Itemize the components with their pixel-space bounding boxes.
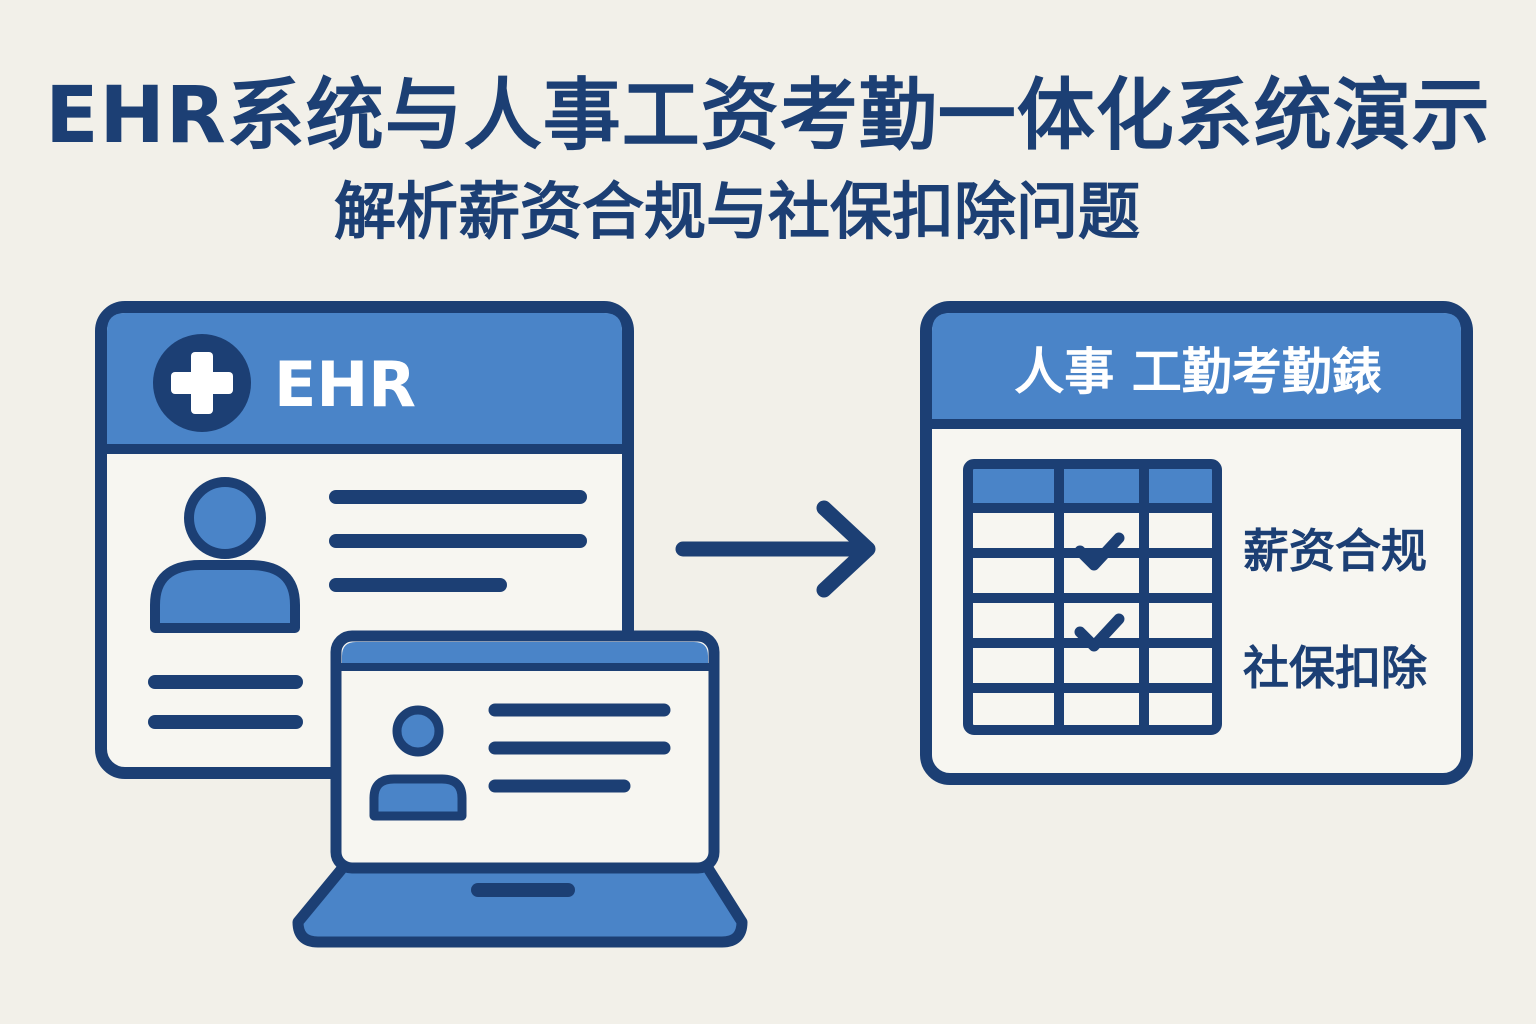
ehr-label: EHR bbox=[274, 348, 416, 421]
page-subtitle: 解析薪资合规与社保扣除问题 bbox=[334, 175, 1141, 248]
table-header-row bbox=[968, 464, 1217, 508]
ehr-card: EHR bbox=[95, 301, 634, 779]
laptop-base bbox=[292, 859, 748, 948]
laptop-user-icon bbox=[369, 705, 467, 821]
arrow-right-icon bbox=[675, 500, 876, 598]
payroll-panel: 人事 工勤考勤錶 薪资合规 社保扣除 bbox=[920, 301, 1473, 785]
payroll-panel-header bbox=[932, 313, 1461, 421]
page-title: EHR系统与人事工资考勤一体化系统演示 bbox=[45, 71, 1491, 161]
user-avatar-icon bbox=[150, 477, 300, 633]
attendance-table bbox=[963, 459, 1222, 735]
label-salary-compliance: 薪资合规 bbox=[1243, 524, 1427, 578]
payroll-panel-title: 人事 工勤考勤錶 bbox=[1014, 343, 1381, 401]
label-social-security-deduction: 社保扣除 bbox=[1243, 641, 1428, 695]
ehr-text-lines bbox=[148, 490, 587, 729]
checkmark-icon bbox=[1074, 613, 1125, 652]
plus-cross-icon bbox=[153, 334, 251, 432]
checkmark-icon bbox=[1074, 532, 1125, 571]
laptop-icon bbox=[292, 630, 748, 948]
